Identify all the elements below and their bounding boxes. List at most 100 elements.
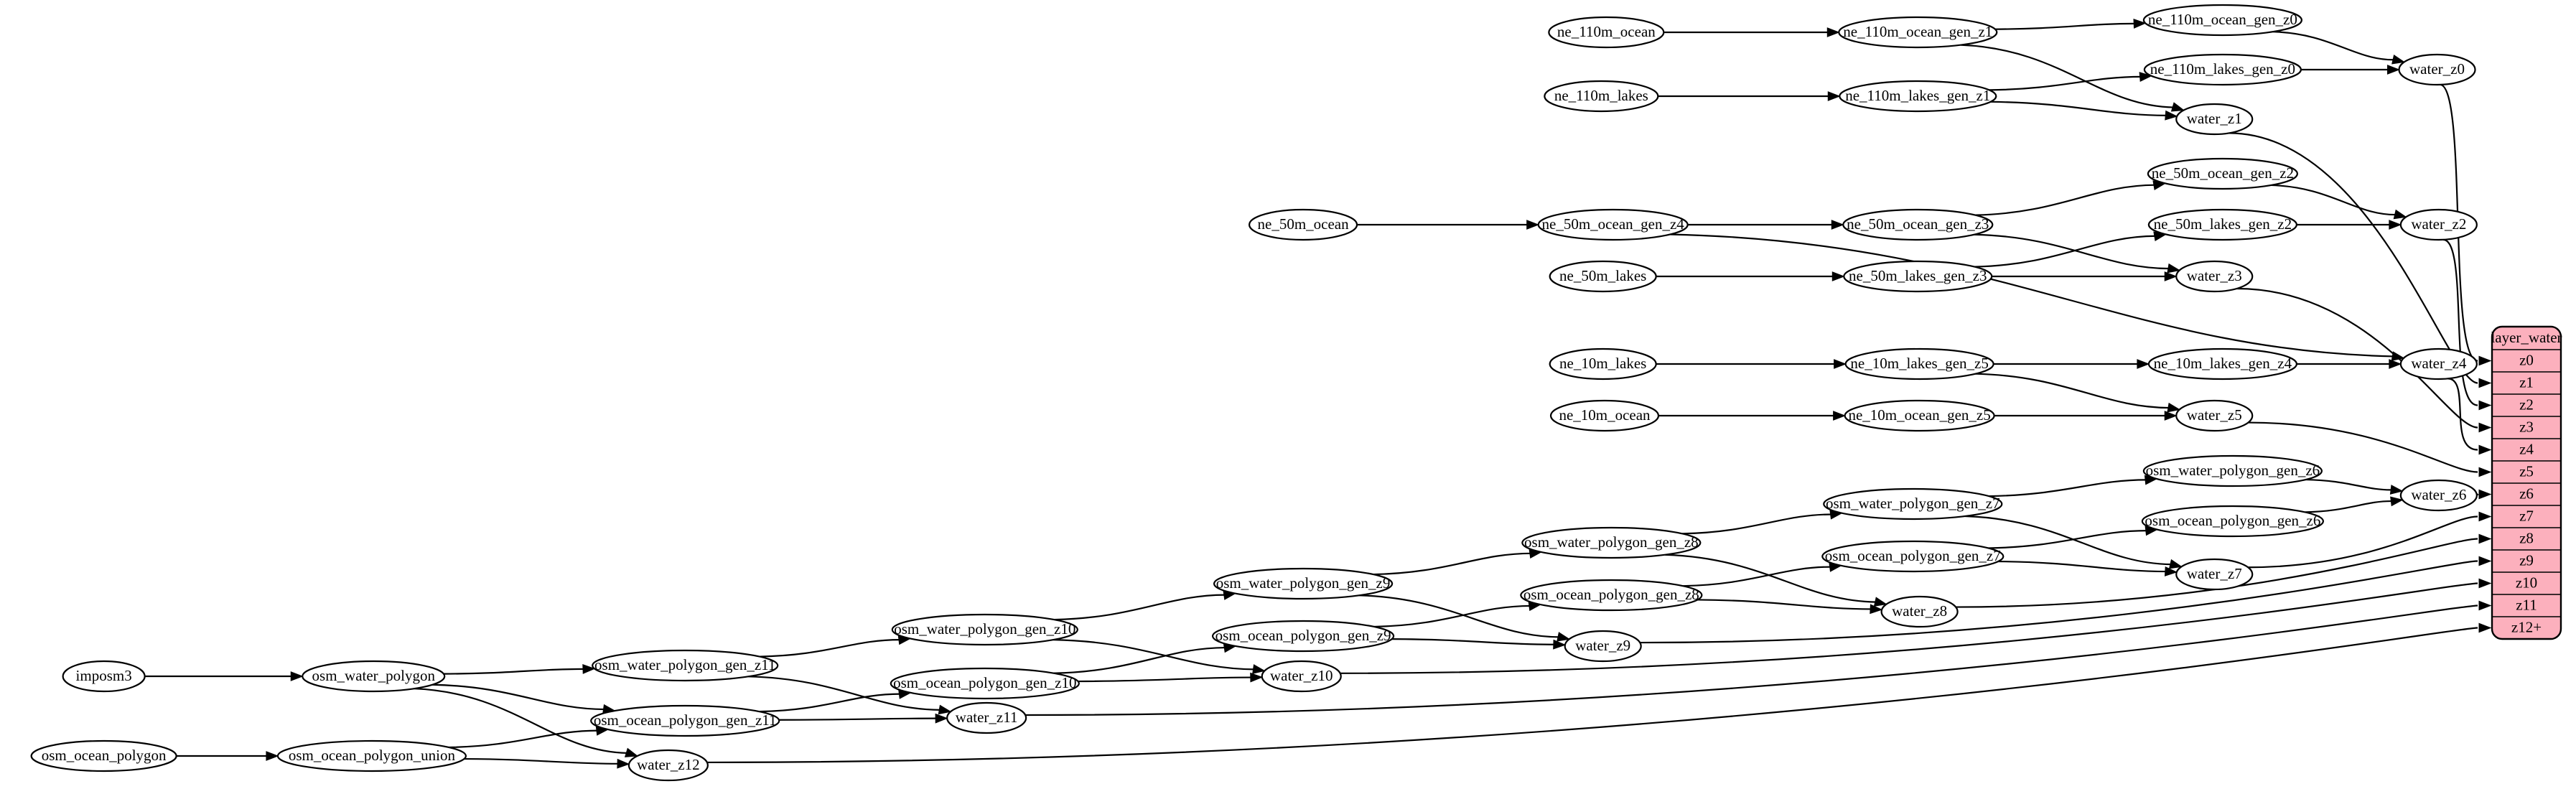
graph-node-osm_ocean_polygon_gen_z7[interactable]: osm_ocean_polygon_gen_z7 [1821, 540, 2005, 573]
layer-table-row-z10[interactable] [2492, 571, 2561, 595]
graph-node-osm_ocean_polygon[interactable]: osm_ocean_polygon [30, 739, 177, 772]
graph-node-ne_50m_lakes[interactable]: ne_50m_lakes [1549, 260, 1657, 293]
graph-node-water_z7[interactable]: water_z7 [2175, 558, 2254, 591]
node-ellipse [2175, 399, 2254, 432]
edge [760, 639, 900, 658]
layer-table-row-z1[interactable] [2492, 371, 2561, 395]
node-ellipse [1564, 630, 1642, 663]
layer-table-row-z11[interactable] [2492, 594, 2561, 617]
edge [2447, 378, 2478, 451]
node-ellipse [2141, 505, 2324, 538]
graph-node-osm_water_polygon_gen_z7[interactable]: osm_water_polygon_gen_z7 [1823, 487, 2003, 520]
graph-node-water_z6[interactable]: water_z6 [2399, 479, 2478, 512]
edge [1373, 604, 1531, 628]
edge [1989, 75, 2142, 91]
layer-table-row-z2[interactable] [2492, 393, 2561, 417]
graph-node-water_z10[interactable]: water_z10 [1261, 660, 1342, 693]
edge [1974, 235, 2156, 268]
graph-node-osm_water_polygon_gen_z10[interactable]: osm_water_polygon_gen_z10 [891, 613, 1078, 646]
node-ellipse [2147, 157, 2298, 190]
graph-node-osm_ocean_polygon_gen_z11[interactable]: osm_ocean_polygon_gen_z11 [590, 704, 780, 737]
layer-table-row-z9[interactable] [2492, 549, 2561, 573]
graph-node-water_z1[interactable]: water_z1 [2175, 103, 2254, 136]
edge [1054, 594, 1226, 621]
graph-node-water_z4[interactable]: water_z4 [2399, 347, 2478, 381]
graph-node-ne_50m_ocean_gen_z4[interactable]: ne_50m_ocean_gen_z4 [1537, 208, 1689, 241]
graph-node-ne_110m_lakes[interactable]: ne_110m_lakes [1544, 80, 1659, 113]
node-ellipse [2399, 347, 2478, 381]
node-ellipse [1261, 660, 1342, 693]
graph-node-ne_10m_lakes_gen_z5[interactable]: ne_10m_lakes_gen_z5 [1844, 347, 1994, 381]
graph-node-ne_10m_ocean[interactable]: ne_10m_ocean [1549, 399, 1660, 432]
edge [2305, 500, 2393, 513]
edge [1975, 184, 2155, 216]
graph-node-osm_water_polygon_gen_z11[interactable]: osm_water_polygon_gen_z11 [592, 649, 779, 682]
graph-node-ne_10m_ocean_gen_z5[interactable]: ne_10m_ocean_gen_z5 [1844, 399, 1995, 432]
graph-node-osm_water_polygon_gen_z8[interactable]: osm_water_polygon_gen_z8 [1521, 526, 1702, 559]
edge [464, 757, 620, 765]
node-ellipse [590, 704, 780, 737]
graph-node-imposm3[interactable]: imposm3 [62, 660, 146, 693]
graph-node-water_z0[interactable]: water_z0 [2398, 53, 2476, 86]
graph-node-ne_50m_lakes_gen_z3[interactable]: ne_50m_lakes_gen_z3 [1843, 260, 1993, 293]
graph-node-water_z9[interactable]: water_z9 [1564, 630, 1642, 663]
graph-node-ne_10m_lakes_gen_z4[interactable]: ne_10m_lakes_gen_z4 [2147, 347, 2297, 381]
edge [1961, 44, 2175, 108]
edge [759, 693, 901, 713]
edge [449, 729, 598, 749]
graph-node-osm_ocean_polygon_union[interactable]: osm_ocean_polygon_union [276, 739, 467, 772]
edge [778, 717, 938, 721]
node-ellipse [2399, 208, 2478, 241]
graph-node-ne_110m_ocean[interactable]: ne_110m_ocean [1548, 16, 1665, 49]
node-ellipse [2143, 53, 2302, 86]
layer-table-row-z4[interactable] [2492, 438, 2561, 462]
graph-node-osm_ocean_polygon_gen_z10[interactable]: osm_ocean_polygon_gen_z10 [890, 667, 1080, 700]
graph-node-ne_50m_lakes_gen_z2[interactable]: ne_50m_lakes_gen_z2 [2147, 208, 2297, 241]
graph-node-osm_ocean_polygon_gen_z9[interactable]: osm_ocean_polygon_gen_z9 [1211, 620, 1395, 653]
edge [1683, 566, 1831, 587]
layer-table-row-z12plus[interactable] [2492, 616, 2561, 639]
graph-node-ne_110m_ocean_gen_z1[interactable]: ne_110m_ocean_gen_z1 [1838, 16, 1998, 49]
layer-table-row-z3[interactable] [2492, 416, 2561, 439]
node-ellipse [1520, 579, 1703, 612]
node-ellipse [2147, 347, 2297, 381]
layer-table-row-z8[interactable] [2492, 527, 2561, 551]
layer-table-row-z6[interactable] [2492, 482, 2561, 506]
graph-node-ne_110m_ocean_gen_z0[interactable]: ne_110m_ocean_gen_z0 [2142, 4, 2302, 37]
node-ellipse [2175, 260, 2254, 293]
node-ellipse [1549, 347, 1657, 381]
graph-node-water_z3[interactable]: water_z3 [2175, 260, 2254, 293]
layer-table-row-z0[interactable] [2492, 349, 2561, 373]
graph-node-water_z8[interactable]: water_z8 [1880, 595, 1959, 628]
edge [2272, 31, 2395, 61]
graph-node-osm_water_polygon_gen_z6[interactable]: osm_water_polygon_gen_z6 [2142, 454, 2323, 487]
nodes-layer: imposm3 osm_water_polygon osm_ocean_polygo… [30, 4, 2478, 782]
edge [1682, 513, 1832, 535]
node-ellipse [2175, 103, 2254, 136]
graph-node-water_z5[interactable]: water_z5 [2175, 399, 2254, 432]
edge [432, 683, 605, 711]
graph-node-osm_ocean_polygon_gen_z8[interactable]: osm_ocean_polygon_gen_z8 [1520, 579, 1703, 612]
edge [1975, 373, 2170, 409]
graph-node-water_z2[interactable]: water_z2 [2399, 208, 2478, 241]
node-ellipse [2147, 208, 2297, 241]
graph-node-water_z12[interactable]: water_z12 [627, 749, 709, 782]
graph-node-osm_ocean_polygon_gen_z6[interactable]: osm_ocean_polygon_gen_z6 [2141, 505, 2324, 538]
graph-node-ne_50m_ocean_gen_z3[interactable]: ne_50m_ocean_gen_z3 [1842, 208, 1994, 241]
edge [1697, 599, 1872, 610]
layer-table-row-z7[interactable] [2492, 505, 2561, 528]
graph-node-osm_water_polygon_gen_z9[interactable]: osm_water_polygon_gen_z9 [1213, 567, 1394, 600]
graph-node-ne_50m_ocean[interactable]: ne_50m_ocean [1248, 208, 1358, 241]
graph-node-osm_water_polygon[interactable]: osm_water_polygon [302, 660, 446, 693]
graph-node-ne_10m_lakes[interactable]: ne_10m_lakes [1549, 347, 1657, 381]
node-ellipse [2142, 454, 2323, 487]
graph-node-water_z11[interactable]: water_z11 [946, 701, 1027, 734]
graph-node-ne_50m_ocean_gen_z2[interactable]: ne_50m_ocean_gen_z2 [2147, 157, 2298, 190]
edge [1997, 560, 2167, 573]
layer-table-row-z5[interactable] [2492, 460, 2561, 484]
graph-node-ne_110m_lakes_gen_z0[interactable]: ne_110m_lakes_gen_z0 [2143, 53, 2302, 86]
edge [2248, 515, 2478, 569]
edge [1340, 582, 2478, 674]
graph-node-ne_110m_lakes_gen_z1[interactable]: ne_110m_lakes_gen_z1 [1839, 80, 1997, 113]
